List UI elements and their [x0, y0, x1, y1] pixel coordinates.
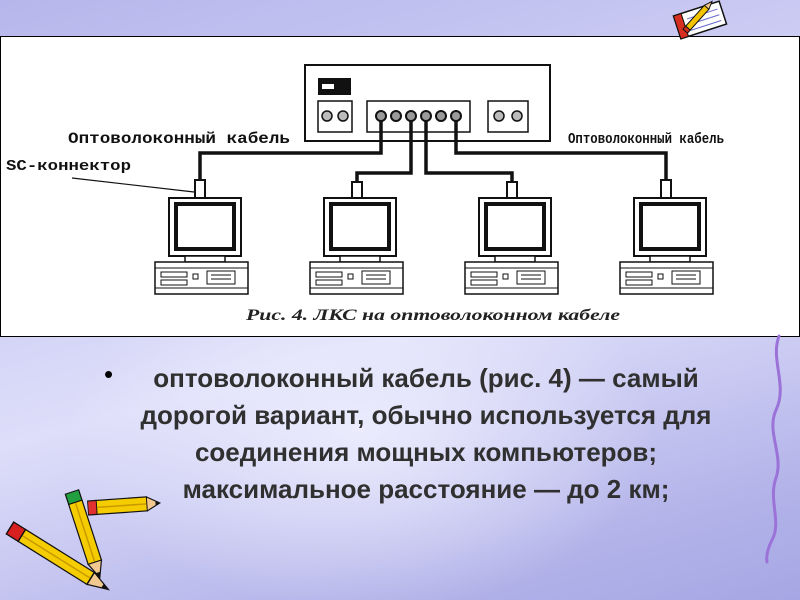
- bullet-line-3: соединения мощных компьютеров;: [194, 437, 658, 467]
- bullet-line-4: максимальное расстояние — до 2 км;: [182, 474, 670, 504]
- fiber-cable-4: [454, 121, 668, 181]
- figure-caption: Рис. 4. ЛКС на оптоволоконном кабеле: [245, 307, 620, 324]
- workstation-1: [153, 196, 250, 296]
- workstation-4: [618, 196, 715, 296]
- fiber-cable-2: [355, 121, 413, 183]
- hub-port-panel: [366, 100, 471, 133]
- fiber-cable-1: [198, 121, 383, 181]
- decorative-squiggle: [765, 334, 782, 564]
- notebook-pencil-icon: [672, 0, 728, 40]
- sc-connector-3: [506, 181, 518, 199]
- hub-display: [318, 78, 351, 95]
- bullet-paragraph: оптоволоконный кабель (рис. 4) — самый д…: [96, 360, 756, 508]
- workstation-3: [463, 196, 560, 296]
- bullet-line-1: оптоволоконный кабель (рис. 4) — самый: [153, 363, 699, 393]
- right-cable-label: Оптоволоконный кабель: [568, 131, 724, 148]
- hub-right-buttons: [487, 100, 529, 133]
- bullet-line-2: дорогой вариант, обычно используется для: [140, 400, 712, 430]
- workstation-2: [308, 196, 405, 296]
- sc-connector-1: [194, 179, 206, 199]
- fiber-cable-3: [424, 121, 514, 183]
- hub-left-buttons: [317, 100, 353, 133]
- connector-leader-line: [71, 177, 195, 193]
- hub-display-slot: [322, 84, 334, 89]
- sc-connector-4: [660, 179, 672, 199]
- bullet-marker: •: [104, 359, 114, 389]
- sc-connector-label: SC-коннектор: [6, 158, 131, 175]
- sc-connector-2: [351, 181, 363, 199]
- left-cable-label: Оптоволоконный кабель: [68, 130, 290, 148]
